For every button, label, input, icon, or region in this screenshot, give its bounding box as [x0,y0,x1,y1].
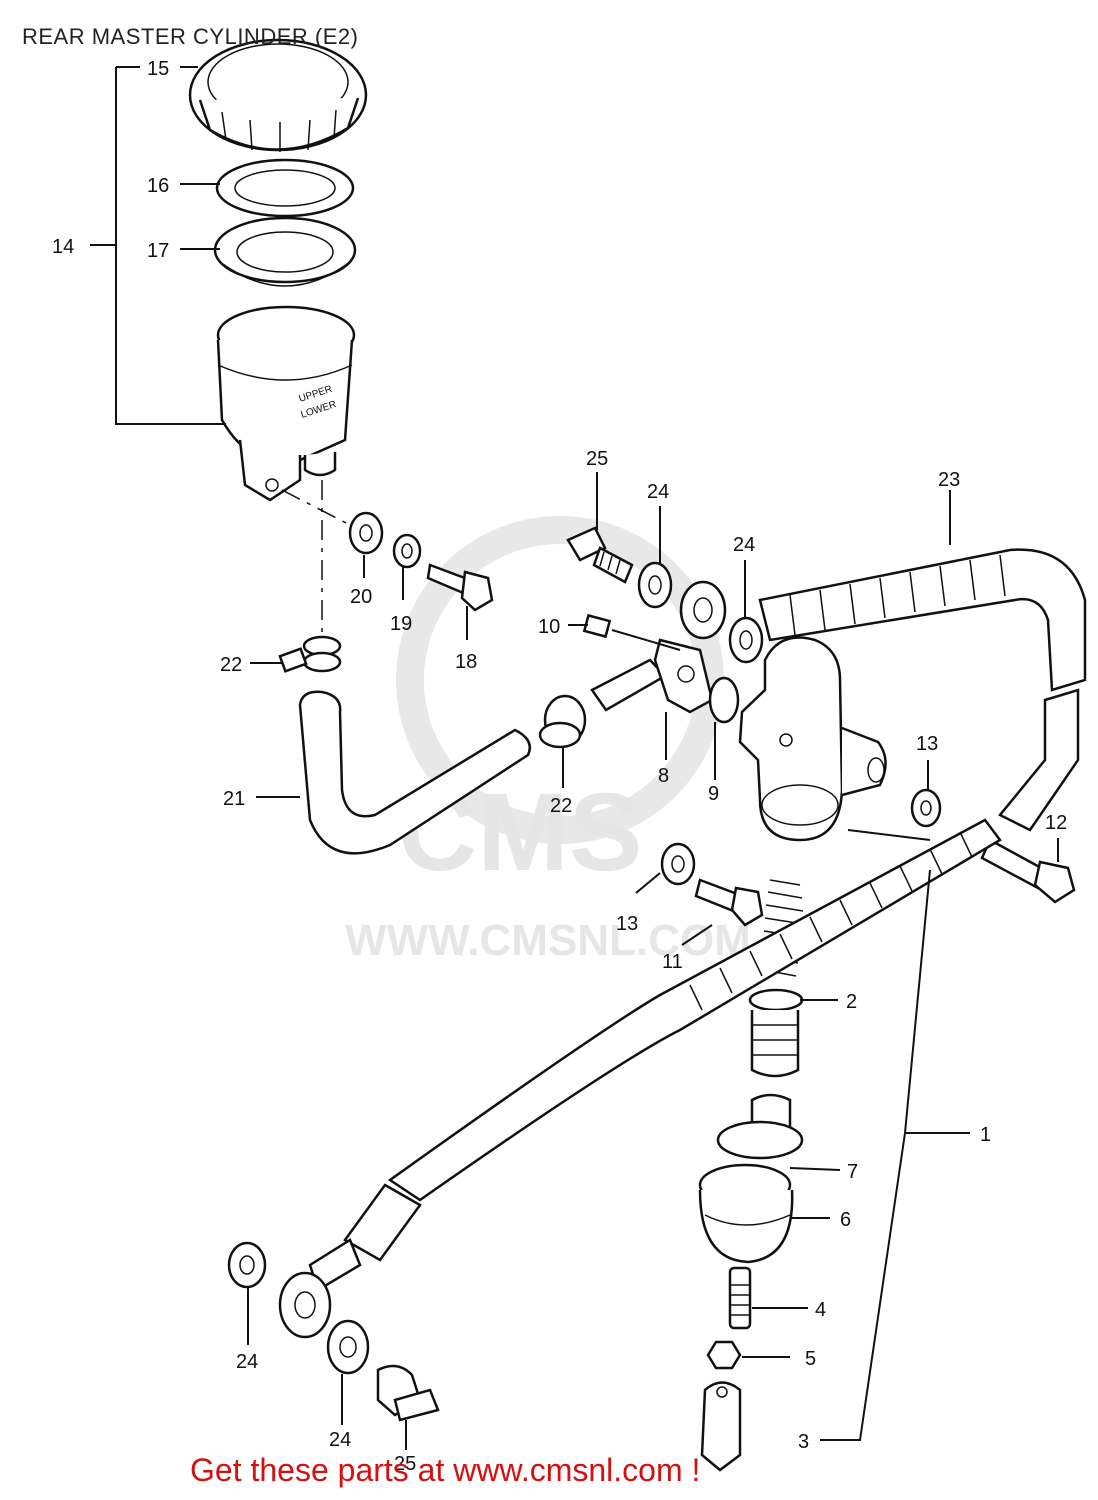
nut-5 [706,1340,742,1370]
callout-21: 21 [223,788,245,810]
brake-hose-1 [278,818,1002,1339]
callout-7: 7 [847,1161,858,1183]
footer-link[interactable]: Get these parts at www.cmsnl.com ! [190,1452,701,1488]
callout-8: 8 [658,765,669,787]
clamp-22-upper [278,635,342,673]
callout-labels: 15 16 17 14 20 19 18 22 21 25 24 24 10 2… [52,58,1067,1475]
callout-25: 25 [394,1453,416,1475]
callout-24: 24 [236,1351,258,1373]
spring-2 [748,879,804,1078]
callout-18: 18 [455,651,477,673]
hose-21 [298,690,532,855]
hose-23 [758,548,1087,832]
callout-19: 19 [390,613,412,635]
callout-24: 24 [647,481,669,503]
bolt-18 [426,563,494,612]
master-cylinder-body [738,636,887,842]
reservoir-body: UPPER LOWER [216,305,356,502]
diaphragm-plate [215,158,355,218]
screw-10 [582,613,612,639]
washer-19 [392,533,422,569]
callout-22: 22 [220,654,242,676]
callout-3: 3 [798,1431,809,1453]
bolt-12 [980,838,1076,904]
callout-5: 5 [805,1348,816,1370]
callout-13: 13 [916,733,938,755]
callout-6: 6 [840,1209,851,1231]
callout-24: 24 [733,534,755,556]
washer-24-a [637,561,673,609]
callout-22: 22 [550,795,572,817]
reservoir-cap [188,38,368,152]
union-fitting [679,580,727,640]
washer-24-c [227,1241,267,1289]
union-bolt-25-lower [376,1364,440,1422]
boot-6 [698,1163,794,1264]
boot-cap-7 [716,1093,804,1160]
clamp-22-lower [538,694,587,749]
callout-9: 9 [708,783,719,805]
page-title: REAR MASTER CYLINDER (E2) [22,24,359,49]
clevis-3 [700,1381,742,1472]
callout-15: 15 [147,58,169,80]
diaphragm [213,216,357,287]
washer-20 [348,511,384,555]
callout-1: 1 [980,1124,991,1146]
inlet-fitting-8 [590,638,714,714]
callout-25: 25 [586,448,608,470]
callout-24: 24 [329,1429,351,1451]
callout-14: 14 [52,236,74,258]
washer-24-d [326,1319,370,1375]
callout-23: 23 [938,469,960,491]
washer-24-b [728,616,764,664]
watermark-ring [396,516,724,844]
callout-13: 13 [616,913,638,935]
o-ring-9 [708,676,740,724]
callout-2: 2 [846,991,857,1013]
union-bolt-25 [566,526,634,584]
washer-13-left [660,842,696,886]
callout-12: 12 [1045,812,1067,834]
leader-lines [90,66,1059,1450]
watermark-url: WWW.CMSNL.COM [345,916,751,965]
bolt-11 [694,878,764,927]
callout-11: 11 [662,951,683,973]
watermark: CMS WWW.CMSNL.COM [345,516,751,965]
washer-13-right [910,788,942,828]
callout-20: 20 [350,586,372,608]
callout-16: 16 [147,175,169,197]
callout-17: 17 [147,240,169,262]
push-rod-4 [728,1266,752,1330]
callout-10: 10 [538,616,560,638]
callout-4: 4 [815,1299,826,1321]
